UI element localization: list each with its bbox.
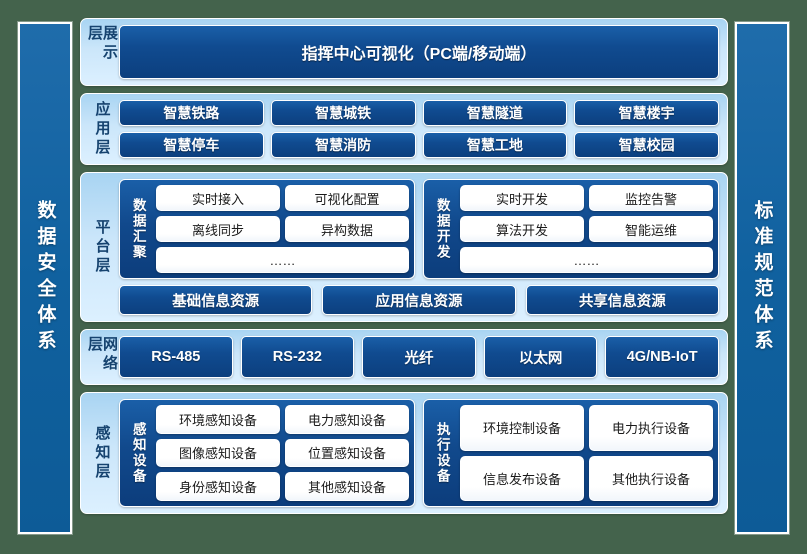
sidebar-left-label: 数据安全体系 — [34, 200, 56, 356]
sidebar-data-security: 数据安全体系 — [18, 22, 72, 534]
layer-network: 网络层 RS-485 RS-232 光纤 以太网 4G/NB-IoT — [80, 329, 728, 385]
app-item-smart-firefighting[interactable]: 智慧消防 — [270, 132, 416, 158]
sensing-item-environment[interactable]: 环境感知设备 — [156, 405, 280, 434]
app-item-smart-tunnel[interactable]: 智慧隧道 — [422, 100, 568, 126]
network-item-rs232[interactable]: RS-232 — [240, 336, 355, 378]
app-item-smart-construction[interactable]: 智慧工地 — [422, 132, 568, 158]
platform-groups: 数据汇聚 实时接入 可视化配置 离线同步 异构数据 …… 数据开发 — [119, 179, 719, 279]
sidebar-standards: 标准规范体系 — [735, 22, 789, 534]
platform-item-intelligent-ops[interactable]: 智能运维 — [589, 216, 713, 242]
platform-group-aggregation-label: 数据汇聚 — [130, 198, 146, 260]
network-item-ethernet[interactable]: 以太网 — [483, 336, 598, 378]
perception-groups: 感知设备 环境感知设备 电力感知设备 图像感知设备 位置感知设备 身份感知设备 … — [119, 399, 719, 507]
platform-development-items: 实时开发 监控告警 算法开发 智能运维 …… — [460, 185, 713, 273]
platform-group-data-development: 数据开发 实时开发 监控告警 算法开发 智能运维 …… — [423, 179, 719, 279]
perception-group-actuating-devices: 执行设备 环境控制设备 电力执行设备 信息发布设备 其他执行设备 — [423, 399, 719, 507]
layer-network-label: 网络层 — [86, 336, 118, 374]
sensing-item-location[interactable]: 位置感知设备 — [285, 438, 409, 468]
resource-item-application-information[interactable]: 应用信息资源 — [322, 285, 516, 315]
network-items: RS-485 RS-232 光纤 以太网 4G/NB-IoT — [119, 336, 719, 378]
network-item-rs485[interactable]: RS-485 — [119, 336, 233, 378]
app-item-smart-building[interactable]: 智慧楼宇 — [574, 100, 719, 126]
layer-application: 应用层 智慧铁路 智慧城铁 智慧隧道 智慧楼宇 智慧停车 智慧消防 智慧工地 智… — [80, 93, 728, 165]
layer-platform: 平台层 数据汇聚 实时接入 可视化配置 离线同步 异构数据 …… — [80, 172, 728, 322]
resource-item-shared-information[interactable]: 共享信息资源 — [525, 285, 719, 315]
resource-item-basic-information[interactable]: 基础信息资源 — [119, 285, 313, 315]
sensing-item-power[interactable]: 电力感知设备 — [285, 405, 409, 434]
platform-item-visual-config[interactable]: 可视化配置 — [285, 185, 409, 211]
platform-item-aggregation-more[interactable]: …… — [156, 247, 409, 273]
layer-perception-body: 感知设备 环境感知设备 电力感知设备 图像感知设备 位置感知设备 身份感知设备 … — [119, 399, 719, 507]
platform-group-data-aggregation: 数据汇聚 实时接入 可视化配置 离线同步 异构数据 …… — [119, 179, 415, 279]
actuating-item-info-publishing[interactable]: 信息发布设备 — [460, 455, 584, 501]
platform-resource-row: 基础信息资源 应用信息资源 共享信息资源 — [119, 285, 719, 315]
perception-group-sensing-devices: 感知设备 环境感知设备 电力感知设备 图像感知设备 位置感知设备 身份感知设备 … — [119, 399, 415, 507]
layer-platform-body: 数据汇聚 实时接入 可视化配置 离线同步 异构数据 …… 数据开发 — [119, 179, 719, 315]
layer-perception-label: 感知层 — [93, 424, 111, 482]
perception-sensing-label: 感知设备 — [130, 422, 146, 484]
layer-display-body: 指挥中心可视化（PC端/移动端） — [119, 25, 719, 79]
platform-item-algorithm-dev[interactable]: 算法开发 — [460, 216, 584, 242]
application-row-2: 智慧停车 智慧消防 智慧工地 智慧校园 — [119, 132, 719, 158]
sensing-item-image[interactable]: 图像感知设备 — [156, 438, 280, 468]
layer-application-body: 智慧铁路 智慧城铁 智慧隧道 智慧楼宇 智慧停车 智慧消防 智慧工地 智慧校园 — [119, 100, 719, 158]
application-row-1: 智慧铁路 智慧城铁 智慧隧道 智慧楼宇 — [119, 100, 719, 126]
actuating-item-environment-control[interactable]: 环境控制设备 — [460, 405, 584, 451]
app-item-smart-railway[interactable]: 智慧铁路 — [119, 100, 264, 126]
display-command-center-item[interactable]: 指挥中心可视化（PC端/移动端） — [119, 25, 719, 79]
layer-network-body: RS-485 RS-232 光纤 以太网 4G/NB-IoT — [119, 336, 719, 378]
layer-stack: 展示层 指挥中心可视化（PC端/移动端） 应用层 智慧铁路 智慧城铁 智慧隧道 … — [80, 18, 728, 540]
actuating-item-other[interactable]: 其他执行设备 — [589, 455, 713, 501]
platform-item-heterogeneous-data[interactable]: 异构数据 — [285, 216, 409, 242]
platform-item-monitoring-alarm[interactable]: 监控告警 — [589, 185, 713, 211]
network-item-fiber[interactable]: 光纤 — [362, 336, 476, 378]
layer-display-label: 展示层 — [86, 25, 118, 63]
sensing-item-identity[interactable]: 身份感知设备 — [156, 472, 280, 501]
layer-platform-label: 平台层 — [93, 218, 111, 276]
actuating-item-power-execution[interactable]: 电力执行设备 — [589, 405, 713, 451]
perception-actuating-items: 环境控制设备 电力执行设备 信息发布设备 其他执行设备 — [460, 405, 713, 501]
layer-display: 展示层 指挥中心可视化（PC端/移动端） — [80, 18, 728, 86]
network-item-4g-nbiot[interactable]: 4G/NB-IoT — [605, 336, 719, 378]
perception-sensing-items: 环境感知设备 电力感知设备 图像感知设备 位置感知设备 身份感知设备 其他感知设… — [156, 405, 409, 501]
layer-application-label: 应用层 — [93, 100, 111, 158]
platform-group-development-label: 数据开发 — [434, 198, 450, 260]
app-item-smart-parking[interactable]: 智慧停车 — [119, 132, 264, 158]
platform-aggregation-items: 实时接入 可视化配置 离线同步 异构数据 …… — [156, 185, 409, 273]
layer-perception: 感知层 感知设备 环境感知设备 电力感知设备 图像感知设备 位置感知设备 身份感… — [80, 392, 728, 514]
platform-item-offline-sync[interactable]: 离线同步 — [156, 216, 280, 242]
app-item-smart-metro[interactable]: 智慧城铁 — [270, 100, 416, 126]
sidebar-right-label: 标准规范体系 — [751, 200, 773, 356]
perception-actuating-label: 执行设备 — [434, 422, 450, 484]
app-item-smart-campus[interactable]: 智慧校园 — [574, 132, 719, 158]
platform-item-development-more[interactable]: …… — [460, 247, 713, 273]
platform-item-realtime-dev[interactable]: 实时开发 — [460, 185, 584, 211]
platform-item-realtime-ingest[interactable]: 实时接入 — [156, 185, 280, 211]
sensing-item-other[interactable]: 其他感知设备 — [285, 472, 409, 501]
